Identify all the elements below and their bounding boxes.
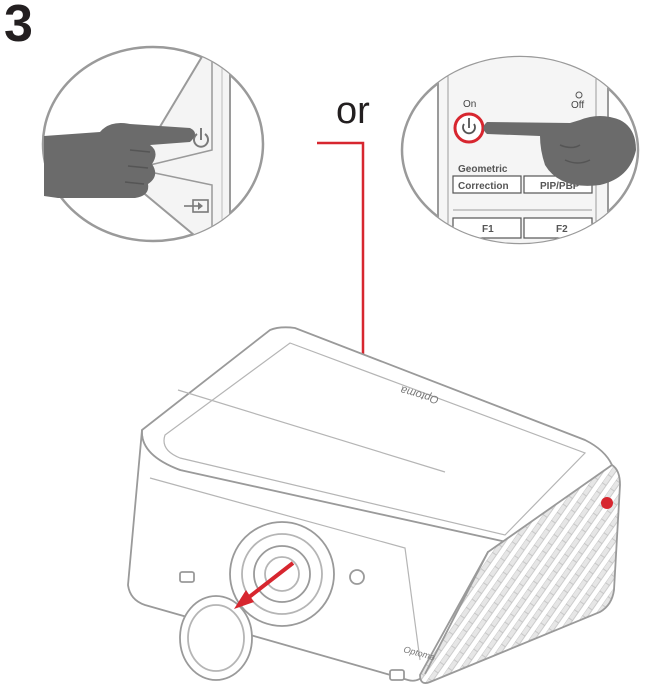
right-callout: On Off Geometric Correction PIP/PBP F1 F… [400,55,640,245]
source-icon[interactable] [184,199,209,213]
geometric-label: Geometric [458,164,508,175]
projector [127,326,621,684]
pip-button-label[interactable]: PIP/PBP [540,181,580,192]
ir-sensor-dot [601,497,613,509]
pointing-hand-icon [483,116,636,186]
f1-button-label[interactable]: F1 [482,224,494,235]
f2-button-label[interactable]: F2 [556,224,568,235]
off-label: Off [571,100,584,111]
remote-power-button[interactable] [453,112,485,144]
power-icon[interactable] [193,128,209,148]
left-callout [41,45,265,243]
pointing-hand-icon [44,123,195,198]
power-icon [462,123,476,135]
on-label: On [463,99,476,110]
arrow-icon [234,561,295,609]
connector-or-text: or [336,90,370,132]
step-number: 3 [4,0,33,53]
correction-button-label[interactable]: Correction [458,181,509,192]
